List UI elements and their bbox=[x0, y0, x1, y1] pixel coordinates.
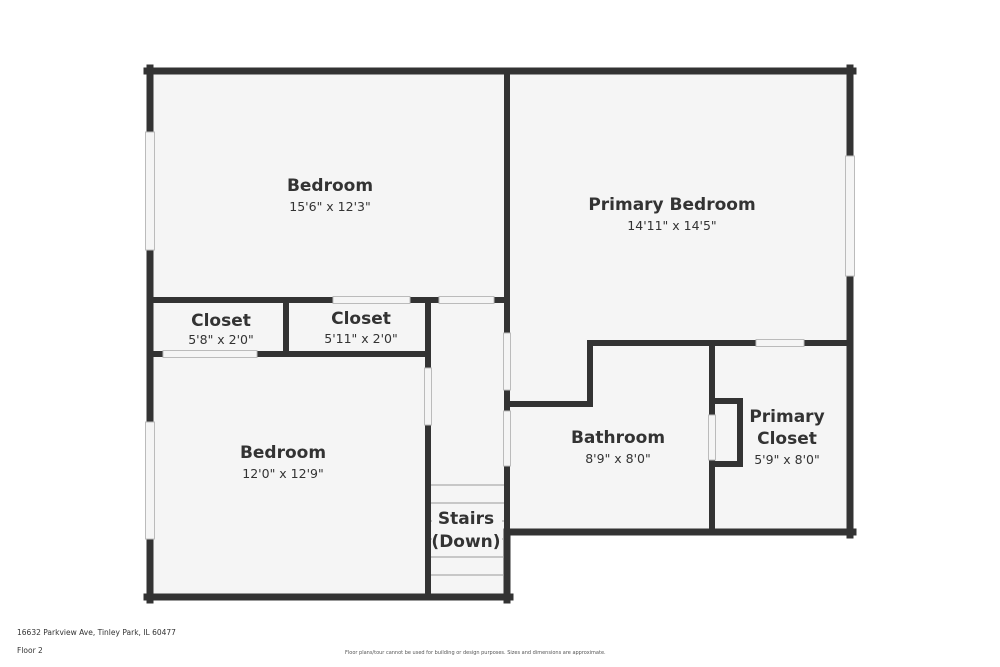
room-name-primary-bedroom: Primary Bedroom bbox=[588, 195, 755, 215]
address-text: 16632 Parkview Ave, Tinley Park, IL 6047… bbox=[17, 628, 176, 637]
room-dim-bathroom: 8'9" x 8'0" bbox=[585, 451, 651, 466]
room-name-bathroom: Bathroom bbox=[571, 428, 665, 448]
doorway-primary-closet bbox=[755, 339, 805, 347]
room-name-stairs-line2: (Down) bbox=[431, 532, 500, 552]
room-name-closet-left: Closet bbox=[191, 311, 251, 331]
doorway-hall-top bbox=[438, 296, 495, 304]
doorway-primary-bedroom bbox=[503, 332, 511, 391]
floor-label: Floor 2 bbox=[17, 646, 43, 655]
room-dim-primary-closet: 5'9" x 8'0" bbox=[754, 452, 820, 467]
doorway-closet-right bbox=[332, 296, 411, 304]
room-dim-bedroom-upper: 15'6" x 12'3" bbox=[289, 199, 370, 214]
doorway-bedroom-lower bbox=[424, 367, 432, 426]
room-name-primary-closet-line1: Primary bbox=[749, 407, 824, 427]
window-right bbox=[845, 155, 855, 277]
doorway-bath-closet bbox=[708, 414, 716, 461]
room-name-primary-closet-line2: Closet bbox=[757, 429, 817, 449]
room-name-closet-right: Closet bbox=[331, 309, 391, 329]
window-left-upper bbox=[145, 131, 155, 251]
room-dim-bedroom-lower: 12'0" x 12'9" bbox=[242, 466, 323, 481]
room-name-stairs-line1: Stairs bbox=[438, 509, 494, 529]
doorways bbox=[162, 296, 805, 467]
disclaimer-text: Floor plans/tour cannot be used for buil… bbox=[345, 650, 606, 656]
room-dim-closet-right: 5'11" x 2'0" bbox=[324, 331, 397, 346]
room-dim-primary-bedroom: 14'11" x 14'5" bbox=[627, 218, 716, 233]
room-dim-closet-left: 5'8" x 2'0" bbox=[188, 332, 254, 347]
room-name-bedroom-lower: Bedroom bbox=[240, 443, 326, 463]
walls bbox=[143, 64, 857, 604]
room-name-bedroom-upper: Bedroom bbox=[287, 176, 373, 196]
windows bbox=[145, 131, 855, 540]
stairs-label-bg bbox=[432, 507, 502, 554]
floor-area bbox=[147, 68, 853, 600]
doorway-closet-left bbox=[162, 350, 258, 358]
window-left-lower bbox=[145, 421, 155, 540]
doorway-bathroom bbox=[503, 410, 511, 467]
